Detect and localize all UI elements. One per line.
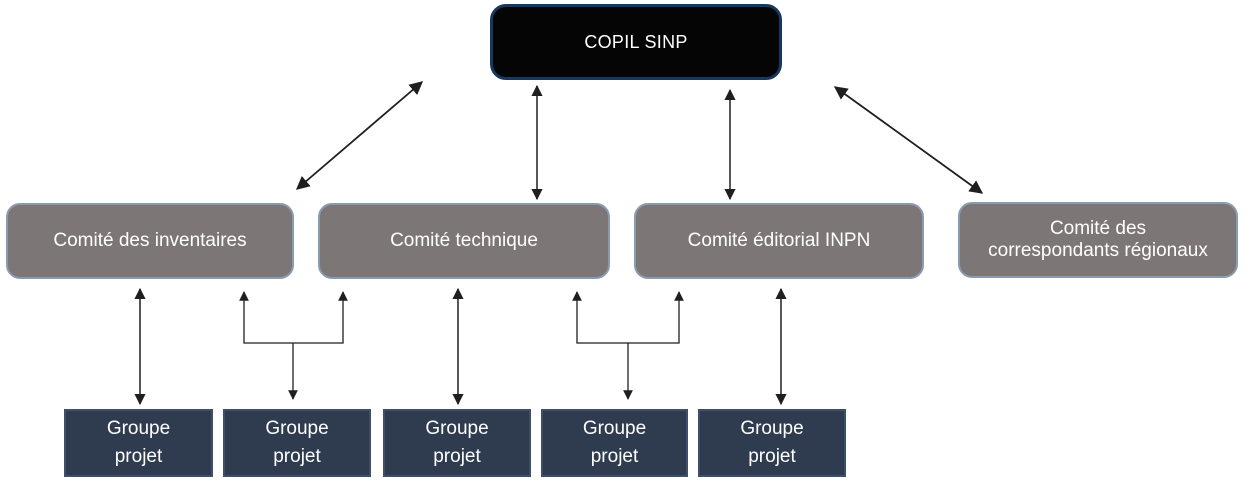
node-comite-correspondants: Comité des correspondants régionaux	[958, 202, 1238, 278]
node-groupe-projet-1: Groupe projet	[64, 409, 213, 477]
node-groupe-projet-2-label: Groupe projet	[265, 417, 329, 468]
edge-merge-bracket-1	[239, 291, 348, 344]
edge-copil-inventaires	[295, 81, 424, 190]
node-groupe-projet-3-label: Groupe projet	[425, 417, 489, 468]
node-comite-editorial-inpn: Comité éditorial INPN	[634, 203, 924, 279]
node-copil-sinp: COPIL SINP	[490, 4, 782, 80]
node-groupe-projet-4: Groupe projet	[541, 409, 688, 477]
node-copil-sinp-label: COPIL SINP	[584, 31, 688, 52]
node-comite-inventaires-label: Comité des inventaires	[53, 230, 247, 251]
edge-copil-correspondants	[833, 86, 984, 194]
node-comite-editorial-inpn-label: Comité éditorial INPN	[687, 230, 871, 251]
node-comite-inventaires: Comité des inventaires	[6, 203, 294, 279]
node-comite-technique-label: Comité technique	[390, 230, 538, 251]
edge-merge-bracket-2	[572, 291, 684, 344]
node-groupe-projet-5-label: Groupe projet	[740, 417, 804, 468]
node-groupe-projet-2: Groupe projet	[223, 409, 371, 477]
node-groupe-projet-4-label: Groupe projet	[582, 417, 647, 468]
node-groupe-projet-3: Groupe projet	[383, 409, 531, 477]
node-comite-technique: Comité technique	[318, 203, 610, 279]
node-comite-correspondants-label: Comité des correspondants régionaux	[988, 218, 1208, 261]
node-groupe-projet-5: Groupe projet	[698, 409, 846, 477]
node-groupe-projet-1-label: Groupe projet	[106, 417, 171, 468]
